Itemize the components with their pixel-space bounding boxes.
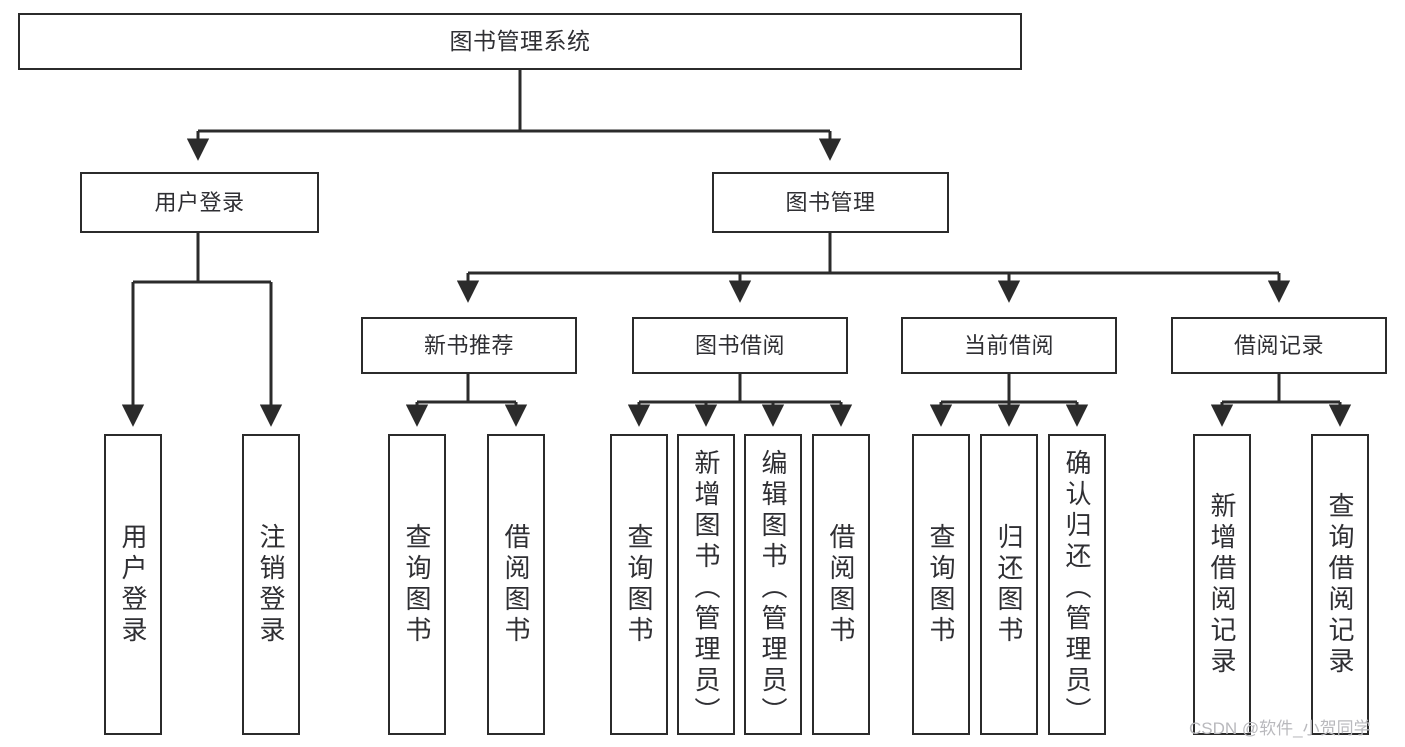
node-book-management[interactable]: 图书管理 [712, 172, 949, 233]
node-label: 注销登录 [256, 522, 286, 647]
node-label: 用户登录 [118, 522, 148, 647]
leaf-borrow-book-2[interactable]: 借阅图书 [812, 434, 870, 735]
node-label: 借阅图书 [826, 522, 856, 647]
node-label: 图书管理系统 [449, 28, 591, 55]
node-label: 新书推荐 [423, 332, 514, 358]
leaf-add-borrow-record[interactable]: 新增借阅记录 [1193, 434, 1251, 735]
node-label: 查询图书 [624, 522, 654, 647]
csdn-watermark: CSDN @软件_小贺同学 [1189, 719, 1371, 738]
node-label: 新增图书（管理员） [691, 448, 721, 728]
node-label: 查询图书 [402, 522, 432, 647]
leaf-user-login[interactable]: 用户登录 [104, 434, 162, 735]
node-label: 借阅记录 [1233, 332, 1324, 358]
node-label: 当前借阅 [963, 332, 1054, 358]
node-label: 归还图书 [994, 522, 1024, 647]
node-root-book-management-system[interactable]: 图书管理系统 [18, 13, 1022, 70]
node-label: 借阅图书 [501, 522, 531, 647]
node-new-book-recommendation[interactable]: 新书推荐 [361, 317, 577, 374]
leaf-query-book-3[interactable]: 查询图书 [912, 434, 970, 735]
leaf-query-book-2[interactable]: 查询图书 [610, 434, 668, 735]
node-label: 确认归还（管理员） [1062, 448, 1092, 728]
node-user-login[interactable]: 用户登录 [80, 172, 319, 233]
node-label: 新增借阅记录 [1207, 491, 1237, 678]
node-label: 图书管理 [785, 189, 876, 215]
node-label: 编辑图书（管理员） [758, 448, 788, 728]
leaf-confirm-return-admin[interactable]: 确认归还（管理员） [1048, 434, 1106, 735]
leaf-edit-book-admin[interactable]: 编辑图书（管理员） [744, 434, 802, 735]
leaf-query-borrow-record[interactable]: 查询借阅记录 [1311, 434, 1369, 735]
leaf-query-book-1[interactable]: 查询图书 [388, 434, 446, 735]
node-label: 查询图书 [926, 522, 956, 647]
node-label: 图书借阅 [694, 332, 785, 358]
node-current-borrow[interactable]: 当前借阅 [901, 317, 1117, 374]
leaf-return-book[interactable]: 归还图书 [980, 434, 1038, 735]
node-borrow-record[interactable]: 借阅记录 [1171, 317, 1387, 374]
leaf-add-book-admin[interactable]: 新增图书（管理员） [677, 434, 735, 735]
leaf-user-logout[interactable]: 注销登录 [242, 434, 300, 735]
node-label: 用户登录 [154, 189, 245, 215]
node-label: 查询借阅记录 [1325, 491, 1355, 678]
node-book-borrow[interactable]: 图书借阅 [632, 317, 848, 374]
leaf-borrow-book-1[interactable]: 借阅图书 [487, 434, 545, 735]
